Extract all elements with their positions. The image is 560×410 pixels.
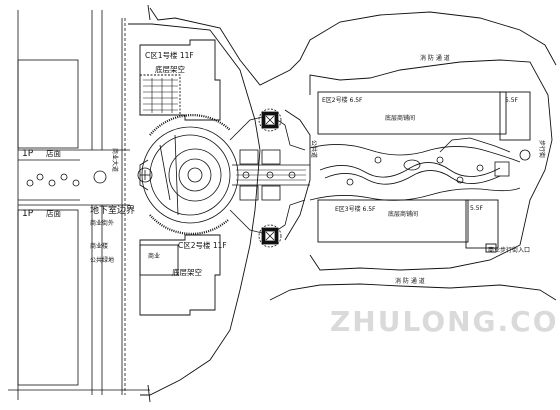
label-1p-top: 1P: [22, 149, 34, 159]
central-plaza: [137, 113, 239, 235]
left-blocks: [17, 59, 80, 386]
label-road-c: 步行街: [538, 140, 546, 158]
building-c2: [139, 234, 221, 316]
label-building-e2: E区2号楼 6.5F: [322, 96, 363, 104]
label-road-b: 公共道: [310, 140, 318, 158]
label-building-e3: E区3号楼 6.5F: [335, 205, 376, 213]
label-building-c2: C区2号楼 11F: [178, 240, 227, 250]
watermark: ZHULONG.COM: [330, 305, 560, 338]
label-building-c1: C区1号楼 11F: [145, 50, 194, 60]
label-small-c: 公共绿地: [90, 256, 114, 264]
label-tag-upper-right: 5.5F: [505, 97, 519, 104]
site-boundary: [128, 4, 557, 403]
label-entrance-right: 商业步行街入口: [488, 246, 530, 254]
label-small-a: 商业街外: [90, 219, 114, 227]
label-ground-shops-2: 底层商铺间: [388, 210, 418, 218]
label-small-b: 商业楼: [90, 242, 108, 250]
label-fire-lane-top: 消 防 通 道: [420, 54, 450, 62]
building-c1: [139, 39, 221, 121]
label-shop-top: 店面: [46, 148, 61, 158]
label-small-d: 商业: [148, 252, 160, 260]
label-shop-bottom: 店面: [46, 208, 61, 218]
right-roundel: [519, 149, 531, 161]
intersection: [26, 170, 107, 187]
label-road-a: 商业大道: [111, 148, 119, 172]
pavilion-top: [258, 108, 282, 132]
pavilion-bottom: [258, 224, 282, 248]
label-ground-open-1: 底层架空: [155, 64, 185, 74]
building-e2: [317, 91, 531, 141]
central-promenade: [229, 114, 310, 236]
label-basement-boundary: 地下室边界: [90, 204, 135, 216]
label-1p-bottom: 1P: [22, 209, 34, 219]
labels: C区1号楼 11F 底层架空 C区2号楼 11F 底层架空 E区2号楼 6.5F…: [22, 50, 546, 285]
label-ground-open-2: 底层架空: [172, 267, 202, 277]
walkway-garden: [309, 137, 521, 201]
label-ground-shops-1: 底层商铺间: [385, 114, 415, 122]
label-fire-lane-bottom: 消 防 通 道: [395, 277, 425, 285]
label-tag-lower-right: 5.5F: [470, 205, 484, 212]
left-street: [8, 10, 150, 400]
